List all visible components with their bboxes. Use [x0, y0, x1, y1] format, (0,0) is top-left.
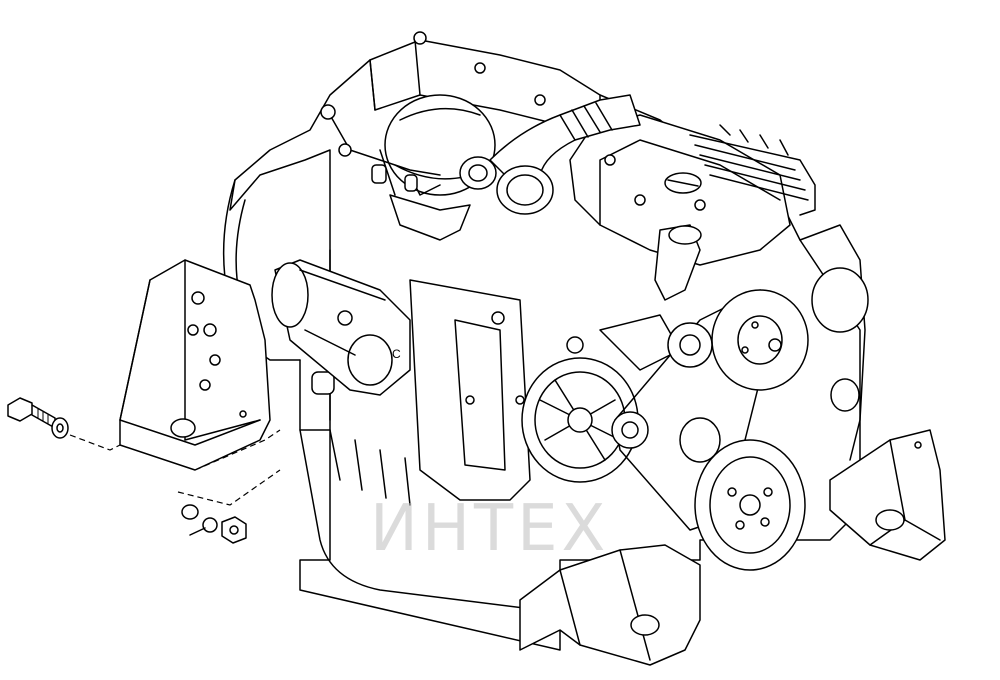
oil-filler-cap: [664, 172, 702, 194]
idler-pulley: [611, 322, 721, 463]
water-pump-pulley: [711, 289, 809, 391]
valve-cover-rear: [369, 31, 601, 131]
nut: [221, 516, 247, 544]
turbocharger: [384, 94, 497, 241]
intake-hose: [489, 94, 702, 301]
throttle-linkage: [320, 104, 441, 196]
engine-mount-front-right: [829, 429, 946, 561]
engine-mount-front-center: [519, 544, 701, 666]
front-gear-cover: [409, 279, 531, 501]
crankshaft-pulley: [694, 439, 806, 571]
alternator: [521, 314, 681, 483]
engine-mount-rear-left: [119, 259, 271, 471]
bolt: [7, 397, 56, 429]
timing-cover: [799, 224, 869, 461]
alignment-line-left: [69, 434, 121, 451]
alignment-line-mount: [194, 429, 281, 471]
spring-washer: [181, 504, 218, 536]
oil-cooler: [689, 124, 816, 216]
part-letter-label: C: [392, 347, 401, 361]
alignment-line-lower: [177, 469, 281, 506]
starter-motor: [271, 259, 411, 396]
watermark-text: ИНТЕХ: [370, 492, 609, 566]
washer: [51, 417, 69, 439]
